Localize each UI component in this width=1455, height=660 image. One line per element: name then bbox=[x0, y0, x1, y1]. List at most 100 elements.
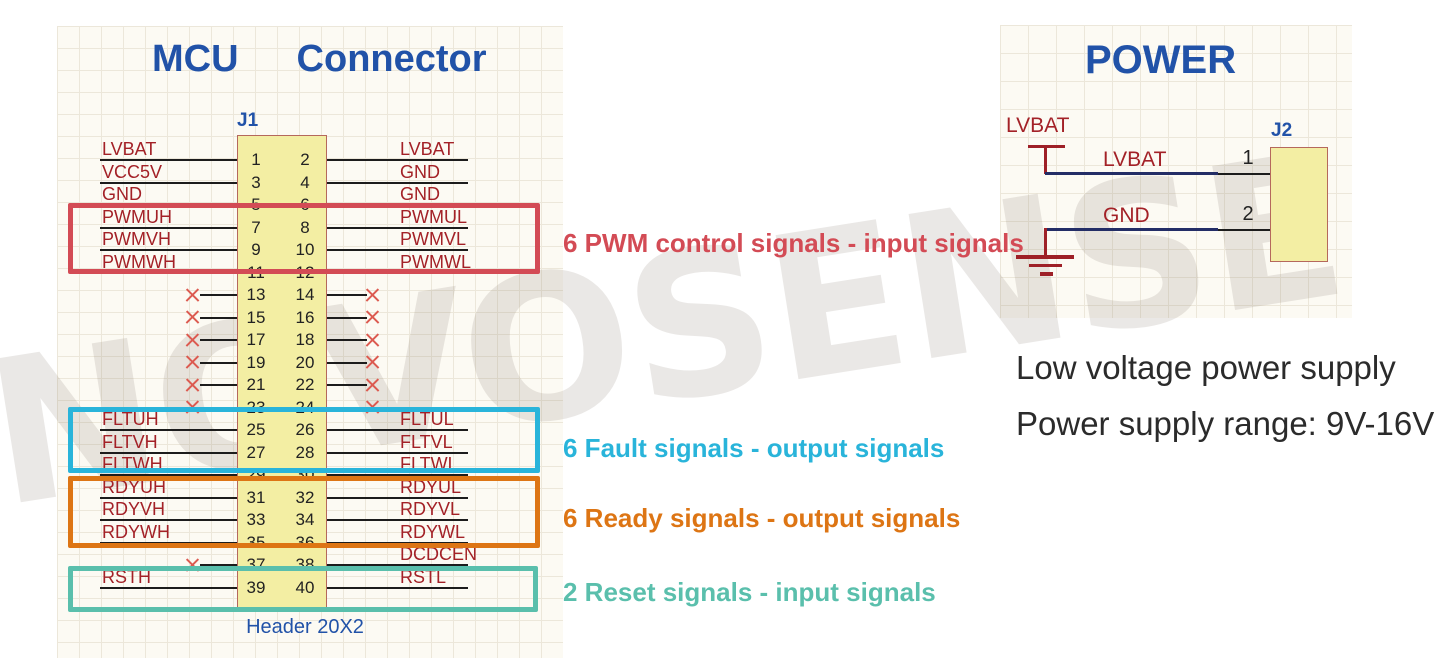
wire bbox=[200, 564, 237, 567]
pin-number: 32 bbox=[295, 487, 315, 507]
group-box-reset bbox=[68, 566, 538, 612]
wire bbox=[327, 361, 367, 364]
j1-refdes: J1 bbox=[237, 110, 259, 131]
group-annotation-ready: 6 Ready signals - output signals bbox=[563, 503, 961, 533]
ground-stem bbox=[1044, 228, 1047, 257]
pin-number: 1 bbox=[251, 150, 261, 169]
net-label: PWMWL bbox=[400, 251, 471, 272]
group-box-fault bbox=[68, 407, 540, 473]
wire bbox=[327, 564, 468, 567]
wire bbox=[100, 249, 237, 252]
net-label: GND bbox=[400, 184, 440, 204]
pin-number: 21 bbox=[246, 375, 266, 394]
net-label: FLTUH bbox=[102, 409, 159, 429]
no-connect-icon bbox=[364, 287, 381, 304]
wire bbox=[100, 519, 237, 522]
wire bbox=[200, 316, 237, 319]
net-label: RDYUL bbox=[400, 476, 462, 497]
net-label: RSTH bbox=[102, 566, 151, 587]
ground-bar-2 bbox=[1029, 263, 1062, 267]
power-note-1: Low voltage power supply bbox=[1016, 349, 1396, 386]
group-annotation-fault: 6 Fault signals - output signals bbox=[563, 433, 945, 463]
pin-number: 2 bbox=[1242, 203, 1254, 225]
wire bbox=[327, 316, 367, 319]
wire bbox=[100, 226, 237, 229]
pin-number: 27 bbox=[246, 442, 266, 462]
pin-number: 31 bbox=[246, 487, 266, 507]
wire bbox=[100, 474, 237, 477]
wire bbox=[100, 586, 237, 589]
net-label: RDYWL bbox=[400, 521, 466, 542]
net-label: FLTVL bbox=[400, 431, 453, 452]
net-label: LVBAT bbox=[102, 139, 157, 159]
net-label: RSTL bbox=[400, 566, 447, 587]
wire bbox=[327, 339, 367, 342]
wire bbox=[327, 586, 468, 589]
wire bbox=[327, 294, 367, 297]
mcu-section-title: MCU Connector bbox=[152, 38, 487, 81]
no-connect-icon bbox=[364, 309, 381, 326]
j2-connector-body bbox=[1270, 147, 1328, 262]
net-label: PWMWH bbox=[102, 251, 176, 272]
power-port-stem bbox=[1044, 145, 1047, 174]
pin-number: 20 bbox=[295, 352, 315, 372]
pin-number: 9 bbox=[251, 240, 261, 259]
pin-number: 25 bbox=[246, 420, 266, 439]
net-label: GND bbox=[102, 184, 142, 204]
pin-number: 19 bbox=[246, 352, 266, 372]
no-connect-icon bbox=[364, 332, 381, 349]
pin-number: 40 bbox=[295, 577, 315, 597]
no-connect-icon bbox=[364, 354, 381, 371]
group-annotation-reset: 2 Reset signals - input signals bbox=[563, 577, 936, 607]
pin-number: 4 bbox=[300, 172, 310, 192]
wire bbox=[327, 496, 468, 499]
wire bbox=[100, 541, 237, 544]
wire bbox=[100, 429, 237, 432]
wire bbox=[200, 384, 237, 387]
wire bbox=[100, 496, 237, 499]
pin-number: 3 bbox=[251, 172, 261, 192]
wire bbox=[327, 451, 468, 454]
pin-number: 13 bbox=[246, 285, 266, 304]
pin-number: 22 bbox=[295, 375, 315, 394]
no-connect-icon bbox=[184, 287, 201, 304]
wire bbox=[327, 384, 367, 387]
pin-number: 15 bbox=[246, 307, 266, 327]
wire bbox=[100, 451, 237, 454]
j2-refdes: J2 bbox=[1271, 120, 1293, 141]
net-label: DCDCEN bbox=[400, 544, 478, 564]
mcu-title-word2: Connector bbox=[296, 38, 487, 80]
no-connect-icon bbox=[184, 332, 201, 349]
wire bbox=[327, 541, 468, 544]
net-label: RDYVH bbox=[102, 499, 166, 519]
ground-icon bbox=[1016, 255, 1074, 259]
wire bbox=[200, 361, 237, 364]
wire bbox=[1045, 172, 1218, 175]
net-label: RDYWH bbox=[102, 521, 170, 542]
wire bbox=[200, 339, 237, 342]
wire bbox=[327, 181, 468, 184]
net-label: LVBAT bbox=[400, 139, 455, 159]
pin-number: 8 bbox=[300, 217, 310, 237]
group-annotation-pwm: 6 PWM control signals - input signals bbox=[563, 228, 1024, 258]
pin-number: 2 bbox=[300, 150, 310, 169]
net-label: FLTUL bbox=[400, 409, 454, 429]
j1-connector-body bbox=[237, 135, 327, 612]
wire bbox=[327, 429, 468, 432]
net-label: PWMUH bbox=[102, 206, 172, 227]
pin-number: 16 bbox=[295, 307, 315, 327]
power-note-2: Power supply range: 9V-16V bbox=[1016, 405, 1435, 442]
wire bbox=[327, 159, 468, 162]
wire bbox=[327, 249, 468, 252]
net-label: RDYUH bbox=[102, 476, 167, 497]
pin-number: 17 bbox=[246, 330, 266, 349]
wire bbox=[100, 181, 237, 184]
net-label: VCC5V bbox=[102, 161, 163, 182]
mcu-title-word1: MCU bbox=[152, 38, 239, 80]
pin-number: 28 bbox=[295, 442, 315, 462]
wire bbox=[327, 519, 468, 522]
wire bbox=[1045, 228, 1218, 231]
no-connect-icon bbox=[184, 354, 201, 371]
no-connect-icon bbox=[184, 309, 201, 326]
group-box-ready bbox=[68, 476, 540, 548]
